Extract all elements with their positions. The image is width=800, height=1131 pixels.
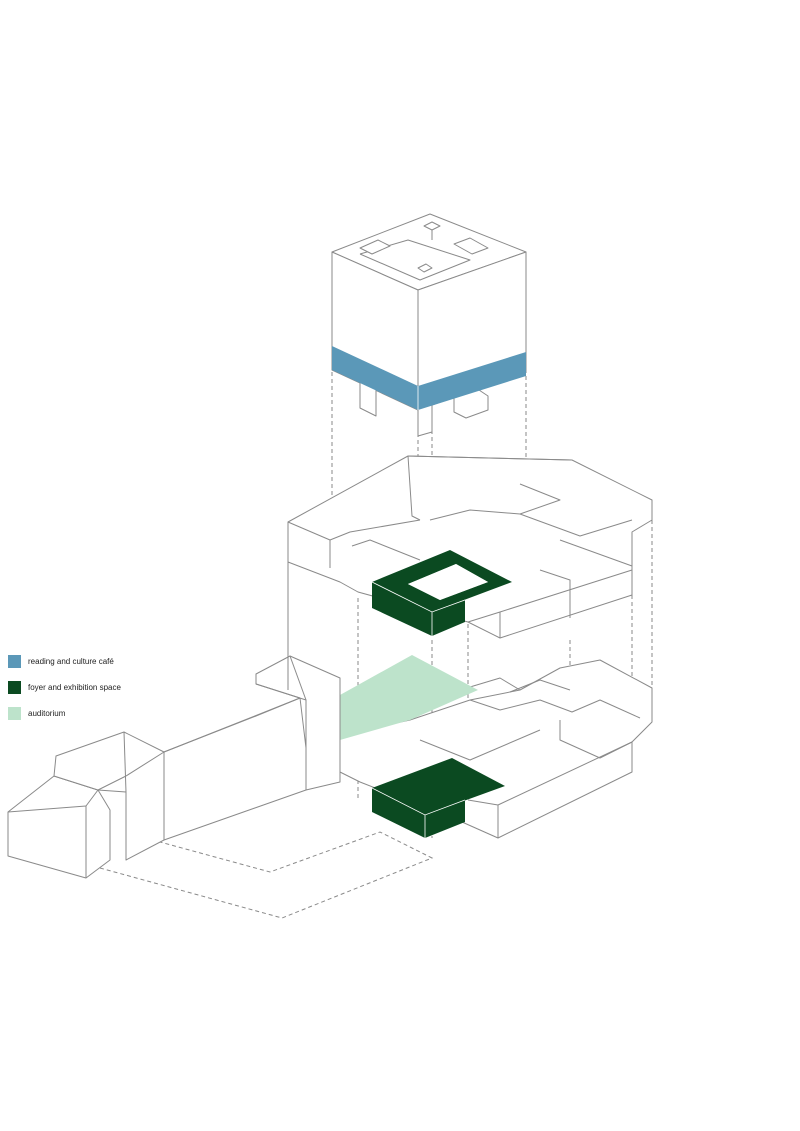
legend-item-auditorium: auditorium	[8, 707, 121, 720]
legend-item-foyer: foyer and exhibition space	[8, 681, 121, 694]
legend-swatch-cafe	[8, 655, 21, 668]
projection-lines	[99, 358, 653, 919]
legend-label-cafe: reading and culture café	[28, 657, 114, 666]
cafe-band	[332, 346, 526, 410]
legend: reading and culture café foyer and exhib…	[8, 655, 121, 733]
foyer-ground-block	[371, 758, 505, 838]
tower-volume	[331, 213, 527, 437]
legend-label-auditorium: auditorium	[28, 709, 66, 718]
legend-swatch-auditorium	[8, 707, 21, 720]
legend-label-foyer: foyer and exhibition space	[28, 683, 121, 692]
auditorium-area	[340, 655, 478, 740]
neighbour-buildings	[7, 655, 341, 879]
legend-swatch-foyer	[8, 681, 21, 694]
foyer-upper-block	[371, 550, 512, 636]
legend-item-cafe: reading and culture café	[8, 655, 121, 668]
